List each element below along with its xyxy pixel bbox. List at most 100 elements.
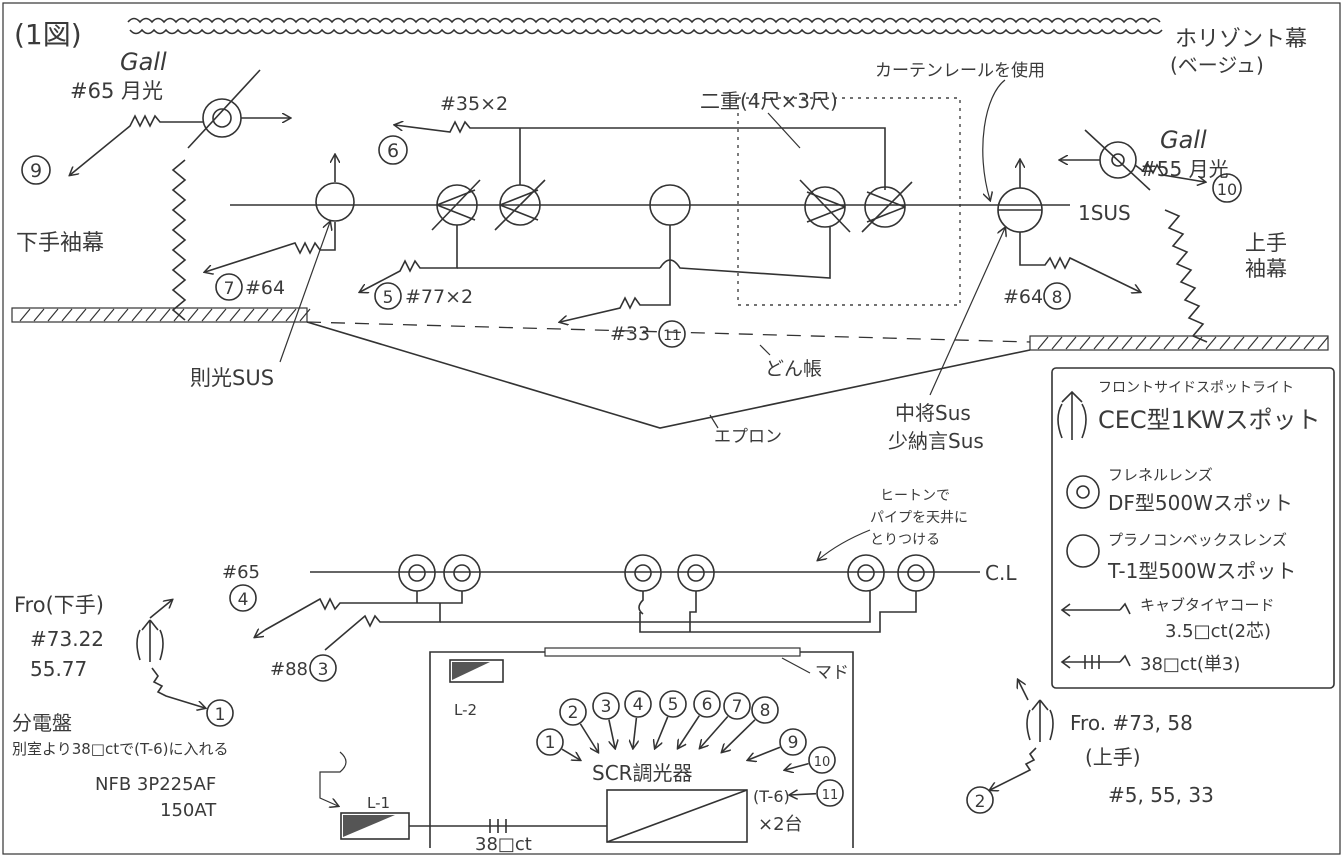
- legend-planoconvex-line2: T-1型500Wスポット: [1107, 559, 1296, 583]
- l77-cable: [360, 225, 458, 292]
- fro-kamite-circuit: 2: [975, 792, 986, 812]
- bunden-line4: 150AT: [160, 800, 217, 821]
- l2-label: L-2: [454, 701, 477, 719]
- l77-circuit: 5: [383, 288, 394, 308]
- bunden-line3: NFB 3P225AF: [95, 774, 216, 795]
- scr-dimmer-box: [606, 789, 748, 843]
- spot-fixture-3: [494, 179, 546, 231]
- l35-label: #35×2: [440, 93, 508, 115]
- scr-input-label: 3: [601, 697, 612, 717]
- gall-left-circuit: 9: [30, 160, 42, 182]
- l33-cable: [560, 225, 671, 322]
- fro-shimote-cable: [151, 667, 205, 708]
- kamite-sodemaku-line2: 袖幕: [1245, 257, 1287, 281]
- l88-circuit-marker: [309, 654, 337, 682]
- scr-input-arrow: [748, 746, 781, 760]
- gall-right-label: Gall: [1160, 126, 1207, 154]
- legend-ct38: 38□ct(単3): [1140, 654, 1240, 675]
- fro-kamite-line2: (上手): [1085, 745, 1141, 769]
- chuusho-sus-leader: [929, 228, 1005, 396]
- bunden-line2: 別室より38□ctで(T-6)に入れる: [12, 740, 229, 758]
- legend: フロントサイドスポットライト CEC型1KWスポット フレネルレンズ DF型50…: [1051, 367, 1335, 689]
- fro-shimote-line3: 55.77: [30, 657, 87, 681]
- l77-bus-right: [659, 227, 831, 279]
- l35-cable: [395, 120, 886, 190]
- scr-input-arrow: [655, 716, 669, 748]
- fro-shimote-circuit-marker: [206, 699, 234, 727]
- shimote-sodemaku-label: 下手袖幕: [16, 231, 104, 256]
- scr-input-label: 6: [702, 695, 713, 715]
- legend-fresnel-line1: フレネルレンズ: [1108, 466, 1213, 484]
- apron-leader: [709, 414, 719, 429]
- scr-input-label: 11: [822, 788, 839, 803]
- scr-input-circle: [723, 692, 751, 720]
- curtain-rail-note: カーテンレールを使用: [875, 60, 1045, 81]
- sokko-sus-leader: [279, 222, 330, 363]
- stage-wall-left: [11, 307, 311, 323]
- l64-left-label: #64: [245, 277, 285, 299]
- fro-kamite-spot-icon: [1018, 680, 1054, 742]
- fro-kamite-line1: Fro. #73, 58: [1070, 711, 1193, 735]
- scr-input-label: 8: [760, 701, 771, 721]
- fro-shimote-line2: #73.22: [30, 627, 104, 651]
- scr-input-arrow: [785, 762, 809, 770]
- planoconvex-icon: [1066, 534, 1100, 568]
- l33-circuit-marker: [658, 320, 686, 348]
- l65-arrow: [255, 630, 266, 637]
- gall-right-gel: #55 月光: [1140, 157, 1229, 181]
- l64-right-circuit-marker: [1043, 282, 1071, 310]
- chuusho-sus-line1: 中将Sus: [895, 401, 971, 425]
- scr-input-label: 2: [568, 703, 579, 723]
- ct38-bottom-label: 38□ct: [475, 834, 532, 855]
- scr-input-arrow: [633, 717, 636, 748]
- gall-left-label: Gall: [120, 48, 167, 76]
- fro-kamite-cable: [990, 747, 1037, 790]
- fro-shimote-line1: Fro(下手): [14, 593, 104, 617]
- heaton-note-line2: パイプを天井に: [870, 510, 968, 526]
- l64-right-label: #64: [1003, 286, 1043, 308]
- scr-input-arrow: [579, 723, 598, 752]
- donchou-line: [306, 321, 1031, 343]
- scr-input-circle: [693, 690, 721, 718]
- l64-right-circuit: 8: [1052, 288, 1063, 308]
- donchou-leader: [759, 344, 771, 356]
- heaton-note-line1: ヒートンで: [880, 488, 950, 504]
- scr-input-circle: [816, 779, 844, 807]
- scr-input-circle: [536, 728, 564, 756]
- gall-left-gel: #65 月光: [70, 79, 163, 103]
- apron-outline: [306, 321, 1031, 429]
- kamite-sodemaku-line1: 上手: [1245, 231, 1287, 255]
- lower-wiring: [264, 591, 917, 651]
- legend-fresnel-line2: DF型500Wスポット: [1108, 491, 1293, 515]
- scr-input-arrow: [700, 715, 729, 748]
- horizont-label: ホリゾント幕: [1175, 27, 1307, 52]
- t6-line1: (T-6): [753, 787, 790, 806]
- l77-label: #77×2: [405, 286, 473, 308]
- horizont-curtain: [127, 17, 1161, 24]
- scr-label: SCR調光器: [592, 761, 693, 785]
- l1-panel: [340, 812, 410, 840]
- scr-input-circle: [624, 690, 652, 718]
- scr-input-arrow: [790, 794, 817, 795]
- scr-input-circle: [779, 728, 807, 756]
- gall-left-circuit-marker: [21, 155, 51, 185]
- t6-line2: ×2台: [758, 814, 803, 835]
- l65-bottom-label: #65: [222, 562, 260, 583]
- spot-fixture-6: [861, 181, 913, 233]
- ct38-cord-icon: [1060, 654, 1131, 669]
- shimote-curtain-wavy: [171, 159, 187, 321]
- fresnel-icon: [1066, 475, 1100, 509]
- fro-shimote-circuit: 1: [215, 705, 226, 725]
- scr-input-label: 9: [788, 733, 799, 753]
- legend-cabtire-line2: 3.5□ct(2芯): [1165, 621, 1271, 642]
- l77-circuit-marker: [374, 282, 402, 310]
- spot-fixture-7: [997, 160, 1043, 233]
- dimmer-room: [429, 647, 854, 848]
- legend-front-spot-line2: CEC型1KWスポット: [1098, 406, 1321, 434]
- horizont-sub-label: (ベージュ): [1170, 53, 1264, 77]
- scr-input-arrow: [608, 719, 615, 748]
- scr-input-circle: [808, 746, 836, 774]
- fresnel-fixtures: [398, 554, 935, 592]
- scr-input-label: 4: [633, 695, 644, 715]
